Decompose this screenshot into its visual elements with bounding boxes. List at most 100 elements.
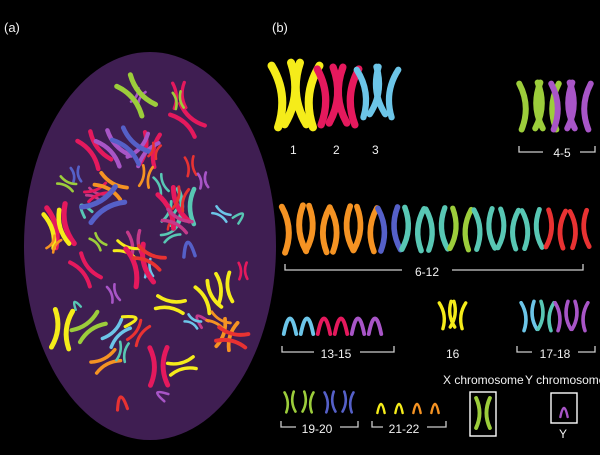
chromosome-3b — [366, 63, 402, 121]
chromosome-13-15 — [366, 316, 384, 336]
scatter-chromosome-chromatid-right — [61, 201, 77, 247]
panel-a-label: (a) — [4, 20, 20, 35]
chromosome-6-12-chromatid-right — [486, 206, 498, 251]
chromosome-6-12 — [399, 204, 427, 254]
chromosome-13-15 — [315, 316, 333, 336]
scatter-chromosome — [171, 80, 188, 111]
chromosome-6-12-chromatid-right — [391, 204, 404, 253]
chromosome-6-12 — [302, 202, 333, 256]
chromosome-17-18-chromatid-right — [530, 299, 539, 332]
bracket-4-5 — [518, 146, 596, 153]
scatter-chromosome-chromatid-right — [109, 326, 133, 350]
chromosome-1a-chromatid-left — [267, 61, 287, 132]
scattered-chromosomes — [41, 72, 251, 412]
label-group-6-12: 6-12 — [414, 265, 440, 279]
chromosome-4-5-chromatid-right — [581, 80, 594, 133]
label-y-letter: Y — [559, 427, 568, 441]
chromosome-16b-chromatid-right — [459, 301, 468, 331]
scatter-chromosome-chromatid-left — [183, 156, 190, 178]
scatter-chromosome — [214, 316, 240, 353]
scatter-chromosome-chromatid-right — [146, 165, 155, 189]
scatter-chromosome-chromatid-right — [178, 90, 185, 109]
scatter-chromosome-chromatid-right — [105, 128, 134, 158]
label-pair-1: 1 — [290, 143, 297, 157]
chromosome-19-20 — [323, 390, 337, 414]
scatter-chromosome — [214, 325, 251, 350]
chromosome-17-18 — [553, 299, 573, 333]
scatter-chromosome-chromatid-left — [92, 182, 123, 202]
bracket-21-22-line — [371, 421, 447, 428]
scatter-chromosome — [120, 315, 138, 329]
scatter-chromosome — [105, 283, 122, 304]
scatter-chromosome-chromatid-left — [48, 307, 61, 350]
chromosome-16a — [437, 299, 457, 331]
chromosome-6-12-chromatid-right — [296, 202, 310, 255]
scatter-chromosome-chromatid-left — [152, 176, 163, 196]
chromosome-17-18 — [519, 299, 539, 333]
chromosome-19-20 — [283, 390, 297, 414]
label-group-21-22: 21-22 — [388, 422, 420, 436]
chromosome-2b-chromatid-right — [346, 65, 363, 129]
chromosome-3b-chromatid-left — [366, 63, 383, 118]
chromosome-19-20-chromatid-left — [283, 391, 290, 414]
scatter-chromosome — [125, 318, 152, 348]
scatter-chromosome-chromatid-left — [214, 271, 223, 305]
chromosome-6-12-chromatid-left — [471, 207, 483, 252]
chromosome-3b-chromatid-right — [385, 66, 402, 121]
scatter-chromosome — [55, 175, 78, 193]
scatter-chromosome-chromatid-right — [127, 72, 159, 107]
chromosome-21-22-arch — [394, 402, 404, 415]
scatter-chromosome-chromatid-left — [79, 184, 118, 210]
chromosome-19-20-chromatid-left — [341, 390, 348, 413]
scatter-chromosome-chromatid-left — [137, 163, 146, 188]
scatter-chromosome-chromatid-right — [160, 344, 171, 388]
scatter-chromosome-chromatid-right — [122, 342, 130, 364]
scatter-chromosome-chromatid-right — [99, 170, 129, 190]
scatter-chromosome — [147, 344, 171, 388]
scatter-chromosome — [93, 128, 134, 169]
scatter-chromosome-chromatid-left — [147, 345, 157, 388]
chromosome-17-18-chromatid-left — [536, 299, 545, 332]
scatter-chromosome — [68, 251, 103, 289]
scatter-chromosome-chromatid-right — [217, 325, 251, 337]
label-y-chromosome: Y chromosome — [525, 373, 600, 387]
chromosome-6-12-chromatid-left — [423, 206, 435, 253]
scatter-chromosome-chromatid-left — [171, 81, 179, 111]
bracket-17-18 — [516, 346, 596, 353]
chromosome-6-12-chromatid-right — [438, 205, 451, 252]
scatter-chromosome-chromatid-right — [225, 270, 235, 304]
chromosome-17-18-chromatid-right — [547, 300, 556, 333]
bracket-13-15 — [281, 346, 395, 353]
scatter-chromosome-chromatid-right — [51, 238, 63, 254]
chromosome-16b-chromatid-left — [448, 299, 457, 329]
chromosome-13-15-arch — [315, 316, 333, 336]
chromosome-17-18-chromatid-left — [553, 300, 562, 333]
scatter-chromosome-chromatid-left — [153, 305, 185, 316]
chromosome-2b-chromatid-left — [325, 63, 342, 127]
chromosome-6-12-chromatid-left — [326, 204, 340, 255]
chromosome-17-18-chromatid-left — [519, 300, 528, 333]
chromosome-17-18-chromatid-right — [581, 300, 590, 333]
sorted-karyotype — [267, 58, 594, 430]
chromosome-6-12-chromatid-left — [302, 202, 316, 254]
bracket-19-20 — [280, 421, 359, 428]
label-group-4-5: 4-5 — [553, 146, 571, 160]
scatter-chromosome-chromatid-right — [166, 207, 194, 224]
scatter-chromosome — [153, 294, 187, 316]
scatter-chromosome-chromatid-left — [165, 355, 195, 366]
chromosome-4-5-chromatid-left — [564, 79, 577, 132]
chromosome-13-15 — [332, 316, 350, 336]
chromosome-19-20-chromatid-right — [348, 391, 355, 414]
scatter-chromosome-chromatid-left — [214, 316, 228, 349]
scatter-chromosome-chromatid-left — [183, 320, 199, 330]
chromosome-6-12-chromatid-right — [462, 206, 474, 253]
chromosome-2a-chromatid-left — [313, 65, 330, 129]
scatter-chromosome — [211, 205, 232, 223]
scatter-chromosome — [45, 234, 63, 254]
chromosome-13-15 — [281, 316, 299, 336]
scatter-chromosome-chromatid-left — [100, 317, 124, 341]
bracket-21-22 — [371, 421, 447, 428]
scatter-chromosome — [183, 313, 203, 330]
chromosome-6-12 — [495, 206, 521, 252]
